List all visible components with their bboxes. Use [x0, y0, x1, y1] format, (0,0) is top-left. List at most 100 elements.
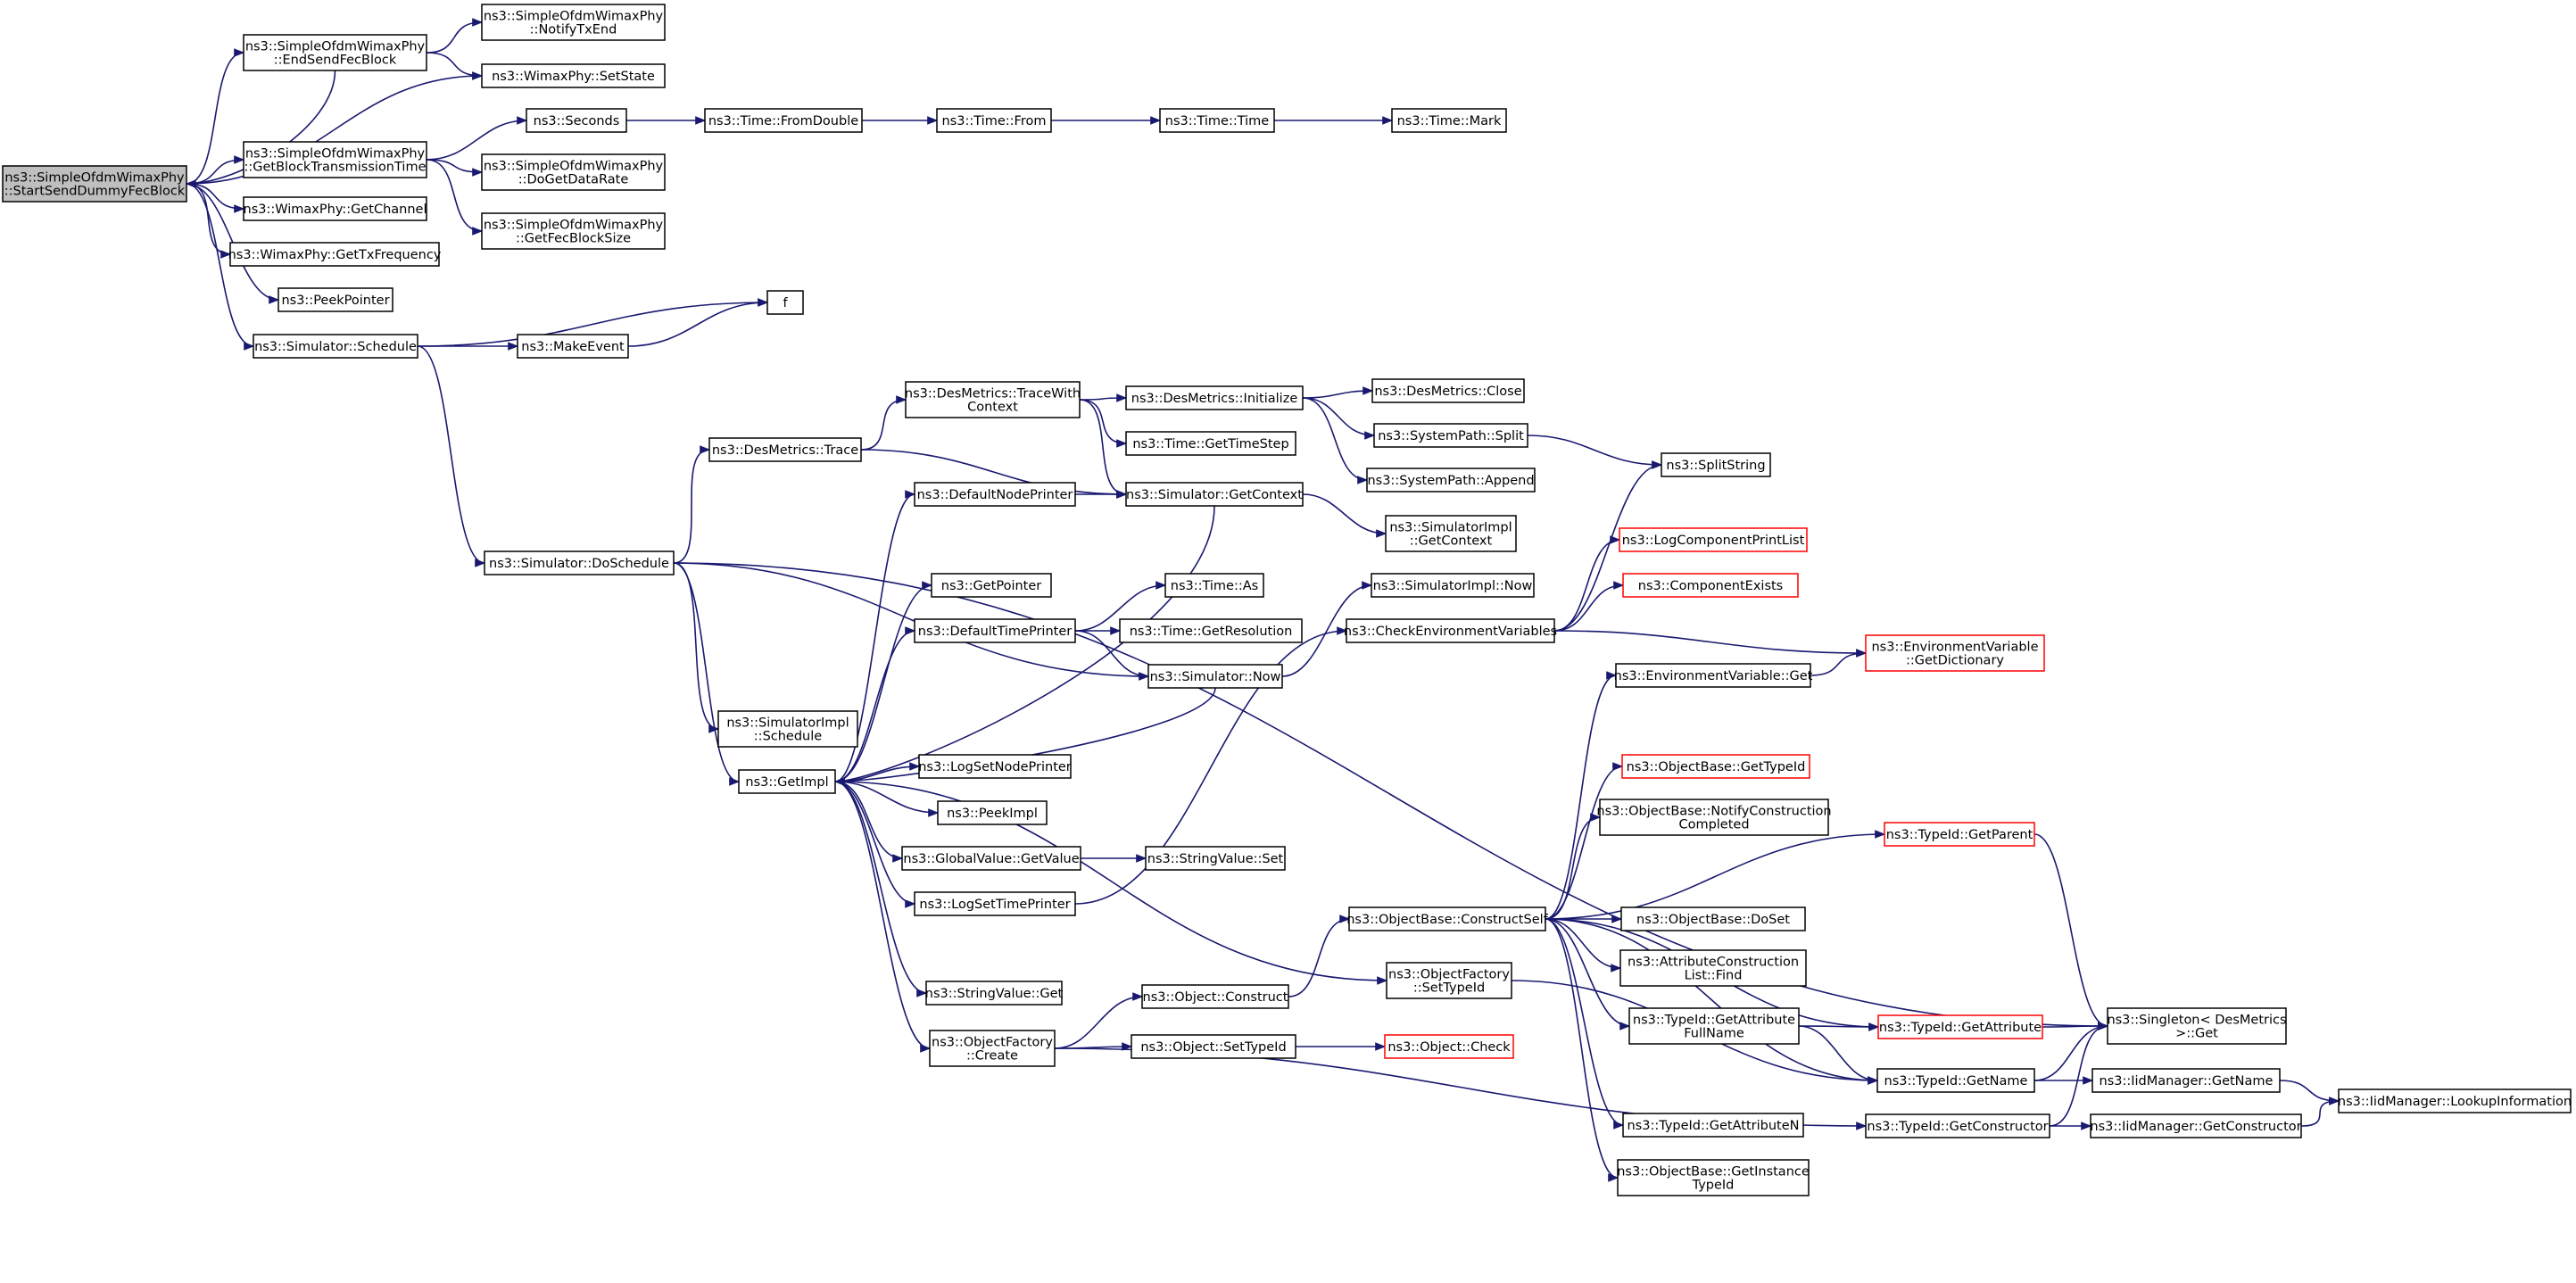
node-gettimestep[interactable]: ns3::Time::GetTimeStep	[1125, 431, 1296, 456]
node-label: ns3::ObjectBase::GetInstance	[1617, 1165, 1810, 1180]
node-box	[253, 334, 418, 359]
node-typeidgetconstr[interactable]: ns3::TypeId::GetConstructor	[1865, 1113, 2050, 1138]
node-box	[1131, 1034, 1296, 1059]
node-box	[481, 4, 666, 41]
node-objfactcreate[interactable]: ns3::ObjectFactory::Create	[929, 1030, 1056, 1067]
node-logsetnodeprinter[interactable]: ns3::LogSetNodePrinter	[918, 754, 1072, 779]
node-getpointer[interactable]: ns3::GetPointer	[931, 573, 1052, 598]
node-checkenv[interactable]: ns3::CheckEnvironmentVariables	[1344, 618, 1557, 643]
node-constructself[interactable]: ns3::ObjectBase::ConstructSelf	[1346, 906, 1549, 931]
node-typeidgetname[interactable]: ns3::TypeId::GetName	[1876, 1068, 2035, 1093]
edge-logsettimeprinter-to-checkenv	[1074, 626, 1348, 905]
node-desclose[interactable]: ns3::DesMetrics::Close	[1371, 378, 1525, 403]
node-simimplschedule[interactable]: ns3::SimulatorImpl::Schedule	[717, 710, 858, 748]
node-box	[1125, 431, 1296, 456]
edge-constructself-to-typeidgetname	[1545, 918, 1879, 1085]
edge-getblock-to-getfecblocksize	[426, 159, 484, 236]
node-timetime[interactable]: ns3::Time::Time	[1159, 108, 1275, 133]
node-stringvalueget[interactable]: ns3::StringValue::Get	[925, 981, 1064, 1006]
node-fromdouble[interactable]: ns3::Time::FromDouble	[704, 108, 863, 133]
edge-getimpl-to-logsettimeprinter	[834, 781, 916, 908]
node-label: ns3::ObjectFactory	[1388, 968, 1510, 982]
node-label: ns3::WimaxPhy::SetState	[492, 70, 655, 84]
node-simimplnow[interactable]: ns3::SimulatorImpl::Now	[1371, 573, 1535, 598]
node-timefrom[interactable]: ns3::Time::From	[936, 108, 1052, 133]
node-splitstring[interactable]: ns3::SplitString	[1661, 452, 1771, 477]
node-dogetdatarate[interactable]: ns3::SimpleOfdmWimaxPhy::DoGetDataRate	[481, 153, 666, 191]
node-label: ns3::IidManager::GetName	[2100, 1074, 2274, 1088]
edge-constructself-to-attrconstrfind	[1545, 918, 1622, 973]
node-iidgetname[interactable]: ns3::IidManager::GetName	[2091, 1068, 2281, 1093]
node-sysappend[interactable]: ns3::SystemPath::Append	[1366, 468, 1536, 493]
node-f[interactable]: f	[766, 290, 804, 315]
node-objbasegettypeid[interactable]: ns3::ObjectBase::GetTypeId	[1621, 754, 1810, 779]
node-iidgetconstr[interactable]: ns3::IidManager::GetConstructor	[2090, 1113, 2302, 1138]
edge-getblock-to-seconds	[426, 116, 528, 161]
node-objfactsettypeid[interactable]: ns3::ObjectFactory::SetTypeId	[1386, 962, 1512, 999]
node-label: ns3::EnvironmentVariable::Get	[1614, 669, 1813, 683]
node-getblock[interactable]: ns3::SimpleOfdmWimaxPhy::GetBlockTransmi…	[243, 141, 427, 178]
node-objcheck[interactable]: ns3::Object::Check	[1384, 1034, 1514, 1059]
node-getimpl[interactable]: ns3::GetImpl	[738, 769, 836, 794]
node-box	[1884, 822, 2035, 847]
edge-root-to-endsend	[186, 48, 245, 185]
node-objsettypeid[interactable]: ns3::Object::SetTypeId	[1131, 1034, 1296, 1059]
node-getchannel[interactable]: ns3::WimaxPhy::GetChannel	[243, 196, 427, 221]
node-timemark[interactable]: ns3::Time::Mark	[1391, 108, 1507, 133]
node-notifyconstr[interactable]: ns3::ObjectBase::NotifyConstructionCompl…	[1596, 799, 1832, 836]
node-doschedule[interactable]: ns3::Simulator::DoSchedule	[484, 550, 675, 575]
node-endsend[interactable]: ns3::SimpleOfdmWimaxPhy::EndSendFecBlock	[243, 34, 427, 71]
node-peekpointer[interactable]: ns3::PeekPointer	[277, 287, 393, 312]
node-stringvalueset[interactable]: ns3::StringValue::Set	[1145, 846, 1286, 871]
node-schedule[interactable]: ns3::Simulator::Schedule	[253, 334, 418, 359]
node-label: ns3::SimulatorImpl::Now	[1373, 579, 1533, 593]
node-typeidgetparent[interactable]: ns3::TypeId::GetParent	[1884, 822, 2035, 847]
node-label: ns3::Time::Mark	[1397, 114, 1502, 128]
node-logsettimeprinter[interactable]: ns3::LogSetTimePrinter	[914, 891, 1076, 916]
node-peekimpl[interactable]: ns3::PeekImpl	[937, 800, 1048, 825]
node-makeevent[interactable]: ns3::MakeEvent	[517, 334, 629, 359]
node-lookupinfo[interactable]: ns3::IidManager::LookupInformation	[2338, 1088, 2572, 1113]
node-box	[1391, 108, 1507, 133]
node-notifytx[interactable]: ns3::SimpleOfdmWimaxPhy::NotifyTxEnd	[481, 4, 666, 41]
node-logcompprintlist[interactable]: ns3::LogComponentPrintList	[1619, 527, 1808, 552]
node-simgetcontext[interactable]: ns3::Simulator::GetContext	[1125, 482, 1304, 507]
node-defnodeprinter[interactable]: ns3::DefaultNodePrinter	[914, 482, 1076, 507]
edge-checkenv-to-compexists	[1553, 581, 1625, 632]
node-deftimeprinter[interactable]: ns3::DefaultTimePrinter	[914, 618, 1076, 643]
node-label: ns3::TypeId::GetAttribute	[1879, 1021, 2042, 1035]
node-getfecblocksize[interactable]: ns3::SimpleOfdmWimaxPhy::GetFecBlockSize	[481, 212, 666, 250]
edge-envget-to-envgetdict	[1810, 649, 1868, 676]
node-destrace[interactable]: ns3::DesMetrics::Trace	[708, 437, 862, 462]
node-box	[1617, 1159, 1810, 1196]
node-box	[1119, 618, 1303, 643]
node-timeas[interactable]: ns3::Time::As	[1164, 573, 1264, 598]
node-setstate[interactable]: ns3::WimaxPhy::SetState	[481, 63, 666, 88]
node-label: ns3::LogSetNodePrinter	[918, 760, 1072, 774]
node-objbasedoset[interactable]: ns3::ObjectBase::DoSet	[1620, 906, 1806, 931]
node-root[interactable]: ns3::SimpleOfdmWimaxPhy::StartSendDummyF…	[2, 165, 187, 203]
node-globalvalueget[interactable]: ns3::GlobalValue::GetValue	[901, 846, 1081, 871]
node-compexists[interactable]: ns3::ComponentExists	[1622, 573, 1799, 598]
node-typeidgetattr[interactable]: ns3::TypeId::GetAttribute	[1877, 1014, 2043, 1039]
node-label: ns3::DesMetrics::TraceWith	[905, 387, 1081, 401]
node-desinit[interactable]: ns3::DesMetrics::Initialize	[1125, 385, 1304, 410]
node-objconstruct[interactable]: ns3::Object::Construct	[1141, 984, 1289, 1009]
node-syssplit[interactable]: ns3::SystemPath::Split	[1373, 423, 1528, 448]
node-gettxfreq[interactable]: ns3::WimaxPhy::GetTxFrequency	[228, 242, 442, 267]
node-box	[1371, 378, 1525, 403]
node-seconds[interactable]: ns3::Seconds	[526, 108, 627, 133]
node-label: ns3::DesMetrics::Trace	[712, 443, 858, 458]
node-singletonget[interactable]: ns3::Singleton< DesMetrics >::Get	[2107, 1007, 2287, 1045]
node-envget[interactable]: ns3::EnvironmentVariable::Get	[1614, 663, 1813, 688]
node-simnow[interactable]: ns3::Simulator::Now	[1147, 664, 1283, 689]
node-getattrn[interactable]: ns3::TypeId::GetAttributeN	[1622, 1113, 1804, 1138]
node-box	[901, 846, 1081, 871]
node-envgetdict[interactable]: ns3::EnvironmentVariable::GetDictionary	[1865, 634, 2045, 672]
node-simimplgetcontext[interactable]: ns3::SimulatorImpl::GetContext	[1385, 515, 1517, 552]
node-timegetres[interactable]: ns3::Time::GetResolution	[1119, 618, 1303, 643]
